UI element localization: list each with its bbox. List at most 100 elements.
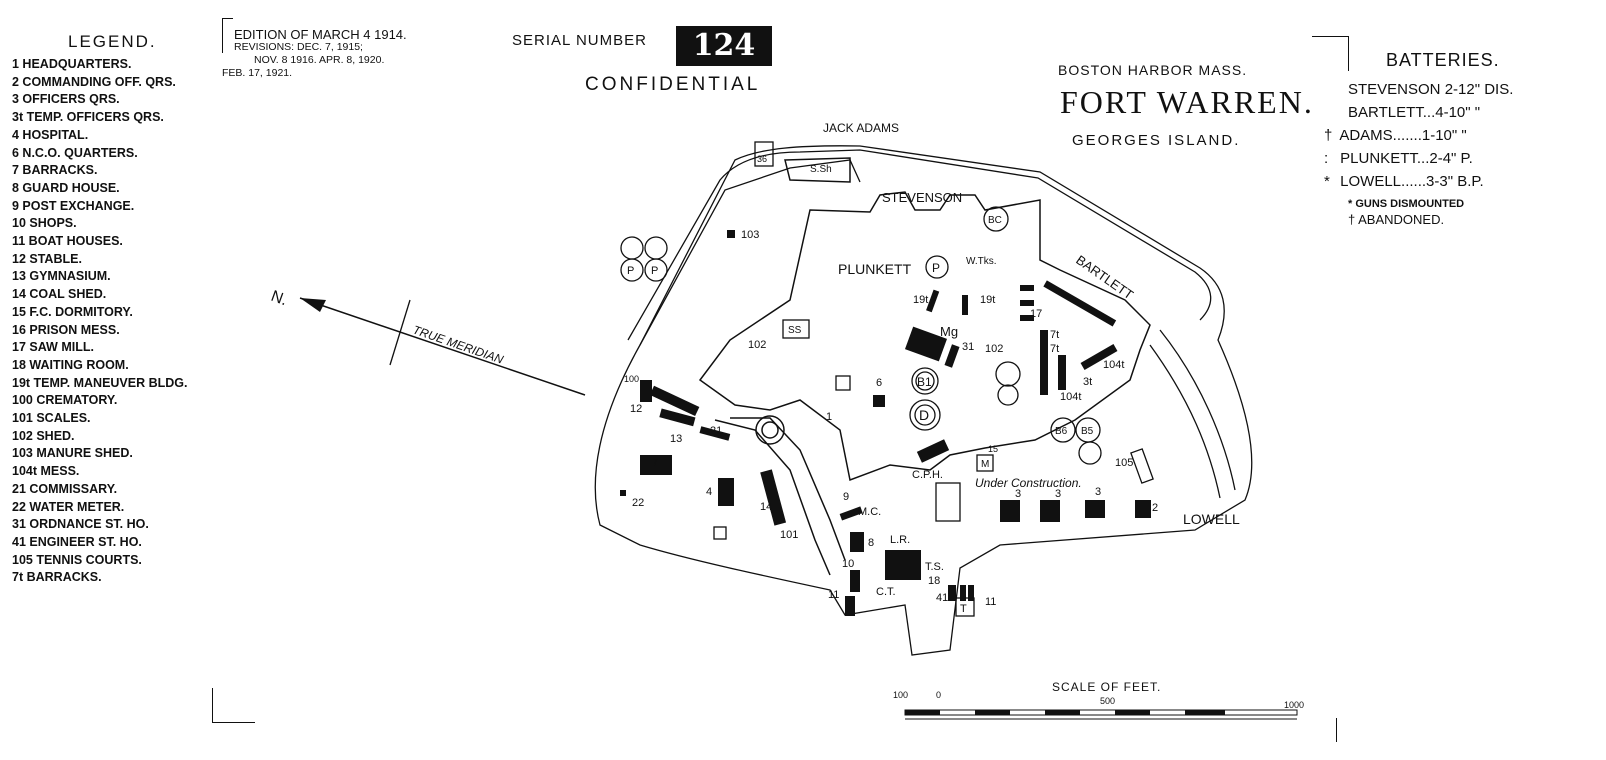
building [1043, 280, 1117, 327]
building [1085, 500, 1105, 518]
building [968, 585, 974, 601]
map-label: LOWELL [1183, 511, 1240, 527]
legend-item: 21 COMMISSARY. [12, 481, 118, 496]
map-label: 7t [1050, 343, 1059, 355]
legend-item: 9 POST EXCHANGE. [12, 198, 135, 213]
legend-title: LEGEND. [68, 32, 157, 51]
legend-item: 6 N.C.O. QUARTERS. [12, 145, 138, 160]
map-label: S.Sh [810, 164, 832, 175]
meridian-label: TRUE MERIDIAN [411, 323, 505, 367]
legend-item: 17 SAW MILL. [12, 340, 94, 355]
edition-line: EDITION OF MARCH 4 1914. [234, 27, 407, 42]
map-label: B1 [917, 375, 932, 389]
legend-item: 101 SCALES. [12, 411, 91, 426]
map-label: C.T. [876, 586, 896, 598]
legend-item: 14 COAL SHED. [12, 287, 107, 302]
map-label: 3 [1055, 488, 1061, 500]
map-label: 1 [826, 411, 832, 423]
legend-item: 13 GYMNASIUM. [12, 269, 111, 284]
island-outline [594, 145, 1253, 656]
corner-bracket [1312, 36, 1349, 71]
building [1040, 500, 1060, 522]
batteries-title: BATTERIES. [1386, 50, 1500, 70]
building [1000, 500, 1020, 522]
map-label: 15 [988, 444, 998, 454]
legend-item: 16 PRISON MESS. [12, 322, 120, 337]
edition-block: EDITION OF MARCH 4 1914. REVISIONS: DEC.… [222, 27, 407, 80]
serial-label: SERIAL NUMBER [512, 32, 647, 49]
building [727, 230, 735, 238]
legend-item: 22 WATER METER. [12, 499, 125, 514]
map-label: 12 [630, 403, 642, 415]
revisions-line: REVISIONS: DEC. 7, 1915; [234, 41, 363, 53]
building [620, 490, 626, 496]
legend-item: 103 MANURE SHED. [12, 446, 133, 461]
map-label: P [932, 261, 940, 275]
map-label: 6 [876, 377, 882, 389]
map-label: 18 [928, 575, 940, 587]
building [960, 585, 966, 601]
scale-tick-label: 500 [1100, 696, 1115, 706]
map-label: STEVENSON [882, 190, 962, 205]
revisions-line: FEB. 17, 1921. [222, 67, 293, 79]
building [1058, 355, 1066, 390]
legend-item: 7 BARRACKS. [12, 163, 98, 178]
battery-item: : PLUNKETT...2-4" P. [1324, 150, 1473, 167]
building [699, 426, 731, 441]
building [962, 295, 968, 315]
revisions-line: NOV. 8 1916. APR. 8, 1920. [254, 54, 385, 66]
building [873, 395, 885, 407]
building [659, 408, 696, 427]
map-label: 104t [1103, 359, 1124, 371]
legend-item: 7t BARRACKS. [12, 570, 102, 585]
map-label: M.C. [858, 506, 881, 518]
building [926, 289, 940, 313]
building [885, 550, 921, 580]
map-label: 7 [652, 457, 658, 469]
scale-title: SCALE OF FEET. [1052, 680, 1161, 694]
legend-item: 102 SHED. [12, 428, 75, 443]
building [1080, 344, 1118, 370]
map-label: 10 [842, 558, 854, 570]
legend-item: 105 TENNIS COURTS. [12, 552, 142, 567]
map-region: BOSTON HARBOR MASS. [1058, 62, 1248, 78]
building [1020, 285, 1034, 291]
north-label: N. [269, 288, 290, 309]
batteries-list: STEVENSON 2-12" DIS. BARTLETT...4-10" " … [1324, 78, 1514, 193]
building [1020, 315, 1034, 321]
map-subtitle: GEORGES ISLAND. [1072, 132, 1241, 149]
map-label: 13 [670, 433, 682, 445]
map-label: 19t [980, 294, 995, 306]
building [916, 439, 950, 463]
map-label: P [627, 265, 634, 277]
battery-item: STEVENSON 2-12" DIS. [1348, 81, 1514, 98]
legend-item: 15 F.C. DORMITORY. [12, 304, 133, 319]
battery-symbols [620, 141, 1154, 617]
map-label: JACK ADAMS [823, 121, 899, 135]
legend-item: 100 CREMATORY. [12, 393, 118, 408]
legend-item: 104t MESS. [12, 464, 80, 479]
legend-item: 19t TEMP. MANEUVER BLDG. [12, 375, 188, 390]
fort-walls [698, 157, 1151, 576]
legend-item: 10 SHOPS. [12, 216, 77, 231]
map-label: B6 [1055, 426, 1068, 437]
map-label: Under Construction. [975, 476, 1082, 490]
map-label: 41 [936, 592, 948, 604]
map-label: 11 [985, 596, 996, 608]
map-label: 3 [1015, 488, 1021, 500]
building [1135, 500, 1151, 518]
note-dismounted: * GUNS DISMOUNTED [1348, 198, 1465, 210]
building [640, 455, 672, 475]
note-abandoned: † ABANDONED. [1348, 212, 1445, 227]
scale-tick-label: 1000 [1284, 700, 1304, 710]
arrow-head-icon [300, 298, 326, 312]
corner-bracket [1336, 718, 1337, 742]
legend-item: 4 HOSPITAL. [12, 127, 89, 142]
battery-item: † ADAMS.......1-10" " [1324, 127, 1467, 144]
legend-list: 1 HEADQUARTERS. 2 COMMANDING OFF. QRS. 3… [12, 56, 188, 587]
map-label: M [981, 459, 989, 470]
map-label: 3 [1095, 486, 1101, 498]
map-label: D [919, 407, 929, 423]
map-label: 31 [962, 341, 974, 353]
